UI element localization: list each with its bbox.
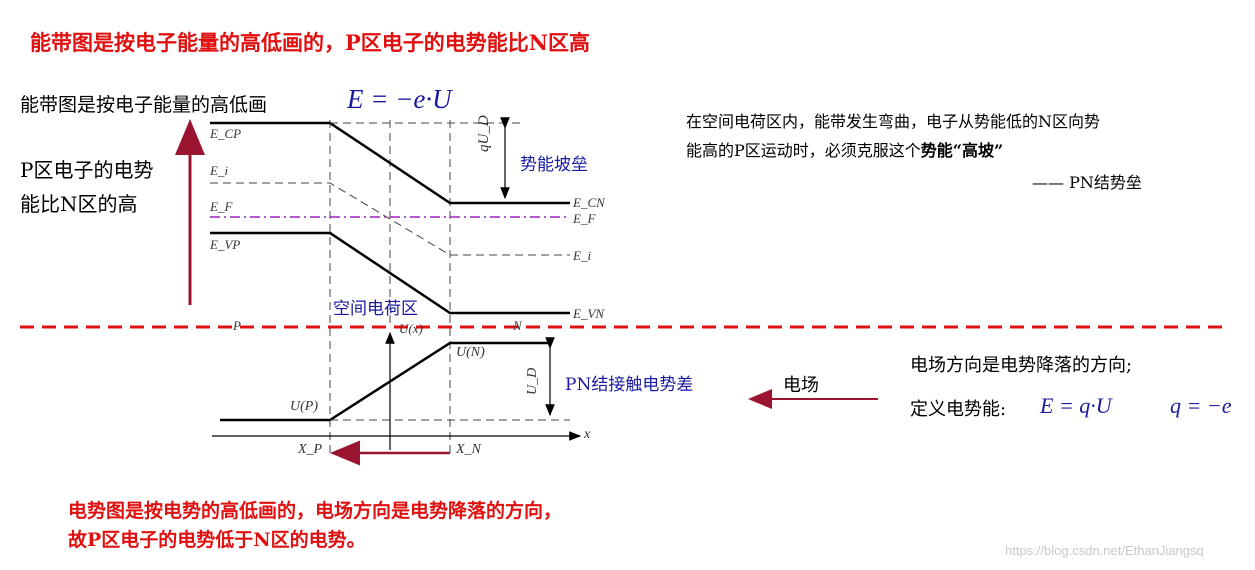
- label-ef-left: E_F: [210, 199, 233, 214]
- explanation-attribution: —— PN结势垒: [1032, 173, 1142, 192]
- x-axis-label: x: [584, 427, 591, 442]
- header-note: 能带图是按电子能量的高低画的，P区电子的电势能比N区高: [30, 30, 590, 55]
- valence-band: [210, 231, 570, 315]
- barrier-label: 势能坡垒: [520, 155, 588, 175]
- left-note-line1: P区电子的电势: [20, 158, 154, 182]
- intrinsic-level: [210, 182, 570, 256]
- label-xn: X_N: [456, 442, 481, 457]
- label-ef-right: E_F: [573, 211, 596, 226]
- footer-note-line2: 故P区电子的电势低于N区的电势。: [68, 529, 366, 551]
- charge-formula: q = −e: [1170, 393, 1232, 418]
- label-p: P: [233, 318, 241, 333]
- label-xp: X_P: [298, 442, 323, 457]
- label-n: N: [513, 318, 522, 333]
- explanation-line1: 在空间电荷区内，能带发生弯曲，电子从势能低的N区向势: [686, 112, 1101, 131]
- label-evp: E_VP: [210, 237, 241, 252]
- watermark: https://blog.csdn.net/EthanJiangsq: [1005, 543, 1204, 558]
- label-evn: E_VN: [573, 306, 605, 321]
- label-ecp: E_CP: [210, 126, 242, 141]
- field-direction-note: 电场方向是电势降落的方向;: [910, 355, 1133, 376]
- left-note-line2: 能比N区的高: [20, 192, 138, 216]
- ud-symbol: U_D: [525, 367, 540, 395]
- explanation-line2: 能高的P区运动时，必须克服这个势能“高坡”: [686, 137, 1003, 161]
- barrier-symbol: qU_D: [476, 115, 492, 152]
- field-definition-formula: E = q·U: [1040, 393, 1112, 418]
- label-ei-right: E_i: [573, 248, 592, 263]
- label-ux: U(x): [399, 321, 423, 336]
- contact-label: PN结接触电势差: [565, 375, 694, 395]
- top-heading: 能带图是按电子能量的高低画: [20, 94, 268, 116]
- energy-formula: E = −e·U: [347, 84, 452, 114]
- field-label: 电场: [783, 375, 819, 396]
- field-definition-prefix: 定义电势能:: [910, 399, 1007, 420]
- footer-note-line1: 电势图是按电势的高低画的，电场方向是电势降落的方向，: [68, 500, 563, 522]
- explanation-line2-bold: 势能“高坡”: [920, 141, 1004, 160]
- label-un: U(N): [456, 345, 485, 360]
- label-ecn: E_CN: [573, 195, 605, 210]
- explanation-line2-prefix: 能高的P区运动时，必须克服这个: [686, 141, 921, 160]
- label-ei-left: E_i: [210, 163, 229, 178]
- conduction-band: [210, 121, 570, 205]
- space-charge-label: 空间电荷区: [333, 299, 418, 319]
- label-up: U(P): [290, 399, 318, 414]
- potential-curve: [220, 341, 550, 422]
